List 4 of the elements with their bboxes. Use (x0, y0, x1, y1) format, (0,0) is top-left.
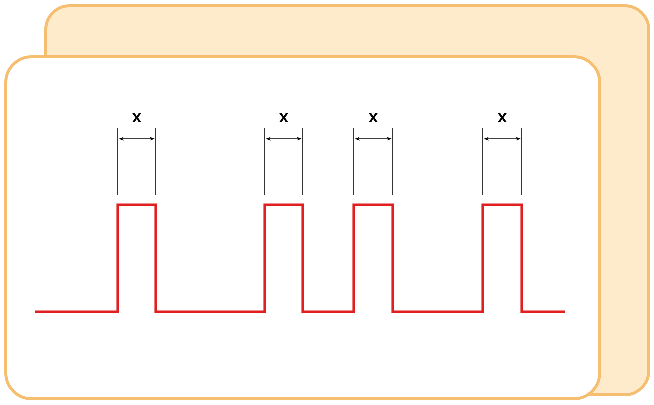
dimension-label: x (279, 114, 289, 122)
dimension-label: x (368, 114, 378, 122)
dimension-label: x (132, 114, 142, 122)
dimension-label: x (498, 114, 508, 122)
